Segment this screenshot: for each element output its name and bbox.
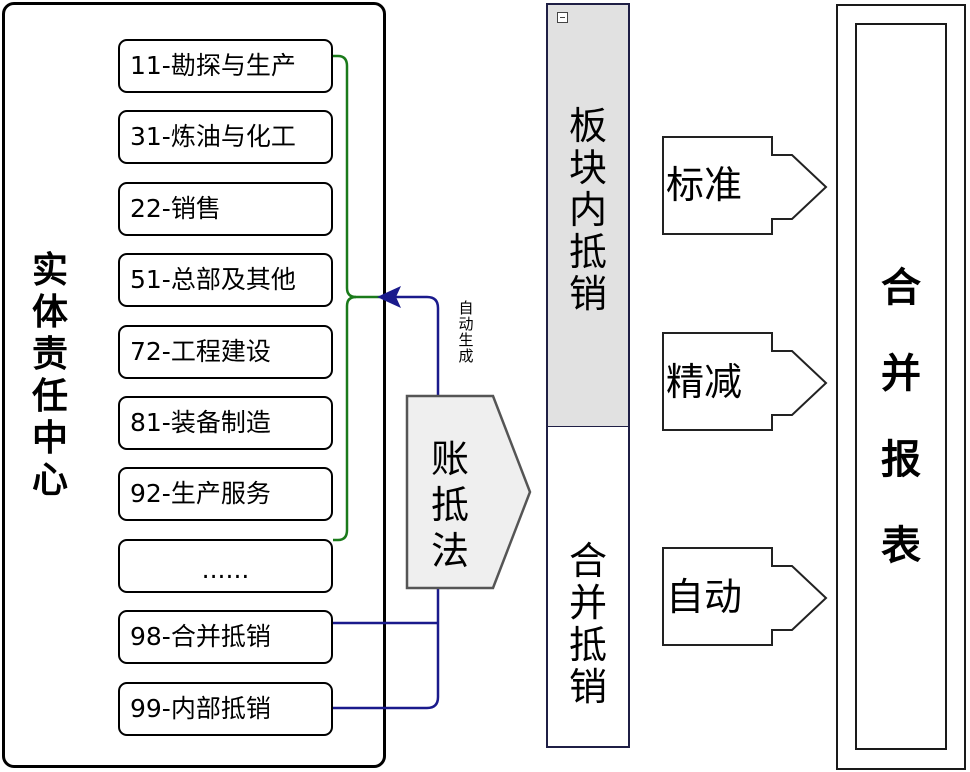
standard-label: 标准 [666,163,743,207]
consolidation-elimination-label: 合并抵销 [568,539,607,709]
streamline-label: 精减 [666,360,743,404]
outline-arrow-icon [662,136,828,235]
outline-arrow-icon [662,547,828,646]
intra-segment-elimination-box [546,3,630,428]
entity-center-panel [2,2,386,768]
list-item: 81-装备制造 [118,396,333,450]
consolidation-elimination-box [546,426,630,748]
automatic-label: 自动 [666,575,743,619]
method-label: 账抵法 [430,437,469,573]
consolidated-report-box [836,4,966,770]
list-item: 72-工程建设 [118,325,333,379]
list-item: 22-销售 [118,182,333,236]
consolidated-report-label: 合并报表 [881,265,921,569]
consolidated-report-inner-box [855,23,947,750]
entity-center-title: 实体责任中心 [31,250,68,501]
outline-arrow-icon [662,332,828,431]
collapse-icon[interactable] [557,12,568,23]
list-item: 92-生产服务 [118,467,333,521]
auto-generate-label: 自动生成 [458,299,474,365]
pentagon-shape [405,394,532,590]
list-item: 11-勘探与生产 [118,39,333,93]
list-item-ellipsis: ...... [118,539,333,593]
list-item: 51-总部及其他 [118,253,333,307]
list-item: 99-内部抵销 [118,682,333,736]
intra-segment-elimination-label: 板块内抵销 [568,104,607,316]
list-item: 98-合并抵销 [118,610,333,664]
list-item: 31-炼油与化工 [118,110,333,164]
arrowhead-icon [377,286,401,308]
green-bracket [333,54,380,542]
